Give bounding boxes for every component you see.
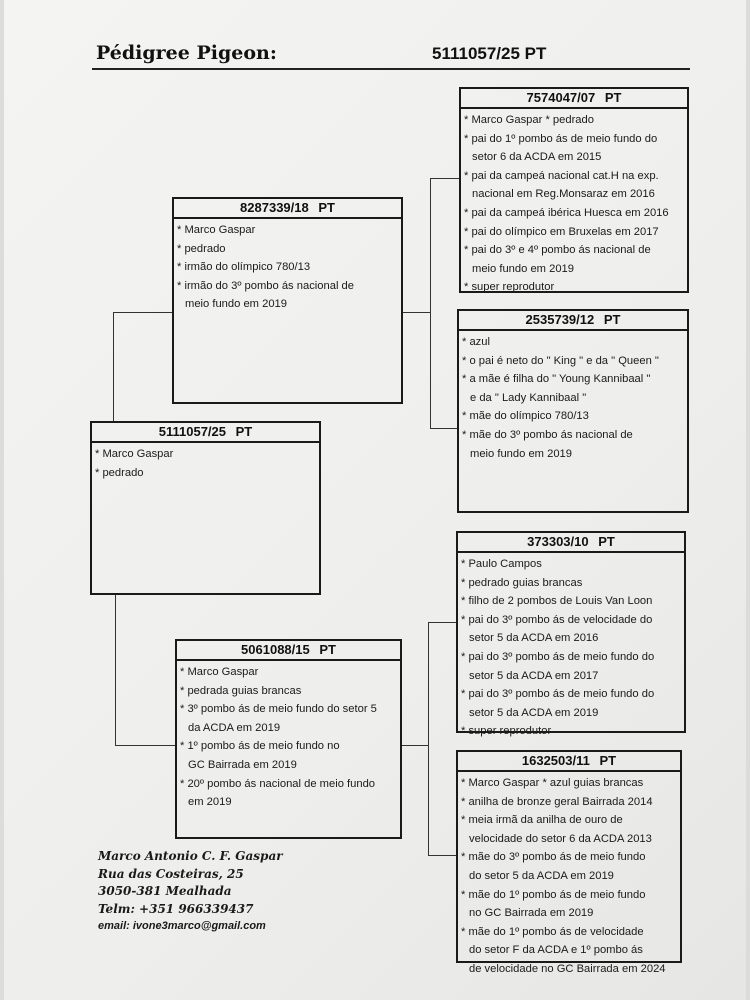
pigeon-card-subject: 5111057/25 PT * Marco Gaspar * pedrado <box>90 421 321 595</box>
pigeon-note-line: * filho de 2 pombos de Louis Van Loon <box>461 595 653 608</box>
pigeon-note-line: * pai do 3º e 4º pombo ás nacional de <box>464 244 651 257</box>
pigeon-note-line: * Marco Gaspar <box>177 224 256 236</box>
pigeon-note-line: * mãe do 1º pombo ás de velocidade <box>461 925 644 938</box>
owner-phone: Telm: +351 966339437 <box>98 901 254 916</box>
pigeon-note-line: * irmão do olímpico 780/13 <box>177 261 311 274</box>
pigeon-note-line: * Paulo Campos <box>461 558 542 570</box>
owner-address-block: Marco Antonio C. F. Gaspar Rua das Coste… <box>98 848 283 936</box>
pigeon-note-line: da ACDA em 2019 <box>188 721 281 734</box>
connector-line <box>115 594 116 746</box>
pigeon-note-line: * mãe do olímpico 780/13 <box>462 410 589 423</box>
pigeon-notes: * Marco Gaspar * pedrado * irmão do olímpi… <box>174 219 401 314</box>
pigeon-card-sire-dam: 2535739/12 PT * azul * o pai é neto do " K… <box>457 309 689 513</box>
pigeon-note-line: * mãe do 3º pombo ás nacional de <box>462 428 633 441</box>
pigeon-note-line: meio fundo em 2019 <box>470 447 572 460</box>
pigeon-note-line: * 3º pombo ás de meio fundo do setor 5 <box>180 703 377 716</box>
pigeon-ring-number: 1632503/11 PT <box>458 752 680 772</box>
title-underline <box>92 68 690 70</box>
pigeon-note-line: * pai do 3º pombo ás de meio fundo do <box>461 650 655 663</box>
pigeon-note-line: meio fundo em 2019 <box>472 262 574 275</box>
pigeon-note-line: * super reprodutor <box>464 281 555 294</box>
connector-line <box>401 312 431 313</box>
pigeon-note-line: de velocidade no GC Bairrada em 2024 <box>469 962 666 975</box>
pigeon-notes: * azul * o pai é neto do " King " e da " … <box>459 331 687 463</box>
pigeon-note-line: * pai do 3º pombo ás de meio fundo do <box>461 688 655 701</box>
pigeon-note-line: * pedrada guias brancas <box>180 684 302 697</box>
connector-line <box>115 745 176 746</box>
pigeon-ring-number: 7574047/07 PT <box>461 89 687 109</box>
pigeon-card-sire-sire: 7574047/07 PT * Marco Gaspar * pedrado * p… <box>459 87 689 293</box>
pigeon-ring-number: 373303/10 PT <box>458 533 684 553</box>
pigeon-ring-number: 2535739/12 PT <box>459 311 687 331</box>
pigeon-note-line: * pedrado <box>177 242 226 255</box>
pigeon-ring-number: 5061088/15 PT <box>177 641 400 661</box>
pigeon-note-line: * pedrado guias brancas <box>461 576 583 589</box>
pigeon-note-line: * pai do 1º pombo ás de meio fundo do <box>464 132 658 145</box>
pigeon-note-line: * 1º pombo ás de meio fundo no <box>180 740 340 753</box>
paper-sheet <box>4 0 746 1000</box>
connector-line <box>428 622 457 623</box>
pigeon-note-line: em 2019 <box>188 796 232 809</box>
pigeon-notes: * Marco Gaspar * pedrada guias brancas * 3… <box>177 661 400 812</box>
pigeon-note-line: * pai da campeá ibérica Huesca em 2016 <box>464 206 669 219</box>
pigeon-note-line: * pedrado <box>95 466 144 479</box>
pigeon-note-line: * pai do 3º pombo ás de velocidade do <box>461 613 653 626</box>
pigeon-ring-number: 5111057/25 PT <box>92 423 319 443</box>
pigeon-card-dam: 5061088/15 PT * Marco Gaspar * pedrada gui… <box>175 639 402 839</box>
document-ring-number: 5111057/25 PT <box>432 44 547 63</box>
pigeon-card-dam-dam: 1632503/11 PT * Marco Gaspar * azul guias… <box>456 750 682 975</box>
pigeon-note-line: * mãe do 1º pombo ás de meio fundo <box>461 888 646 901</box>
pigeon-note-line: * anilha de bronze geral Bairrada 2014 <box>461 795 653 808</box>
pigeon-note-line: * azul <box>462 336 490 348</box>
pigeon-note-line: nacional em Reg.Monsaraz em 2016 <box>472 188 655 201</box>
pigeon-note-line: velocidade do setor 6 da ACDA 2013 <box>469 832 652 845</box>
pigeon-note-line: no GC Bairrada em 2019 <box>469 907 594 920</box>
connector-line <box>430 178 431 429</box>
pigeon-note-line: * Marco Gaspar <box>180 666 259 678</box>
pigeon-notes: * Marco Gaspar * pedrado * pai do 1º pomb… <box>461 109 687 297</box>
document-title: Pédigree Pigeon: <box>96 42 277 64</box>
connector-line <box>113 312 114 422</box>
pigeon-card-dam-sire: 373303/10 PT * Paulo Campos * pedrado guia… <box>456 531 686 737</box>
pigeon-note-line: * mãe do 3º pombo ás de meio fundo <box>461 851 646 864</box>
connector-line <box>430 178 460 179</box>
owner-email: email: ivone3marco@gmail.com <box>98 920 266 932</box>
pigeon-note-line: * 20º pombo ás nacional de meio fundo <box>180 777 376 790</box>
pigeon-note-line: setor 5 da ACDA em 2017 <box>469 669 599 682</box>
owner-street: Rua das Costeiras, 25 <box>98 866 244 881</box>
pigeon-notes: * Marco Gaspar * azul guias brancas * ani… <box>458 772 680 979</box>
pigeon-note-line: do setor 5 da ACDA em 2019 <box>469 869 614 882</box>
pigeon-note-line: * pai do olímpico em Bruxelas em 2017 <box>464 225 659 238</box>
pigeon-note-line: setor 5 da ACDA em 2016 <box>469 632 599 645</box>
pigeon-note-line: * irmão do 3º pombo ás nacional de <box>177 279 354 292</box>
pigeon-note-line: e da " Lady Kannibaal " <box>470 391 587 404</box>
owner-name: Marco Antonio C. F. Gaspar <box>98 849 283 863</box>
pigeon-note-line: setor 6 da ACDA em 2015 <box>472 151 602 164</box>
pigeon-note-line: * Marco Gaspar <box>95 448 174 460</box>
pigeon-note-line: * a mãe é filha do " Young Kannibaal " <box>462 373 651 386</box>
pigeon-note-line: setor 5 da ACDA em 2019 <box>469 706 599 719</box>
pigeon-note-line: * pai da campeá nacional cat.H na exp. <box>464 169 659 182</box>
connector-line <box>428 855 457 856</box>
pigeon-note-line: * o pai é neto do " King " e da " Queen … <box>462 354 659 367</box>
connector-line <box>430 428 458 429</box>
pigeon-note-line: * Marco Gaspar * pedrado <box>464 114 594 126</box>
pigeon-notes: * Marco Gaspar * pedrado <box>92 443 319 482</box>
pigeon-note-line: * meia irmã da anilha de ouro de <box>461 814 623 827</box>
pigeon-note-line: * super reprodutor <box>461 725 552 738</box>
pigeon-card-sire: 8287339/18 PT * Marco Gaspar * pedrado * ir… <box>172 197 403 404</box>
connector-line <box>428 622 429 856</box>
connector-line <box>113 312 173 313</box>
owner-city: 3050-381 Mealhada <box>98 884 232 898</box>
pigeon-note-line: GC Bairrada em 2019 <box>188 758 297 771</box>
pigeon-ring-number: 8287339/18 PT <box>174 199 401 219</box>
pigeon-note-line: meio fundo em 2019 <box>185 298 287 311</box>
pigeon-note-line: do setor F da ACDA e 1º pombo ás <box>469 944 643 957</box>
pigeon-notes: * Paulo Campos * pedrado guias brancas * f… <box>458 553 684 741</box>
connector-line <box>400 745 429 746</box>
pigeon-note-line: * Marco Gaspar * azul guias brancas <box>461 777 644 789</box>
